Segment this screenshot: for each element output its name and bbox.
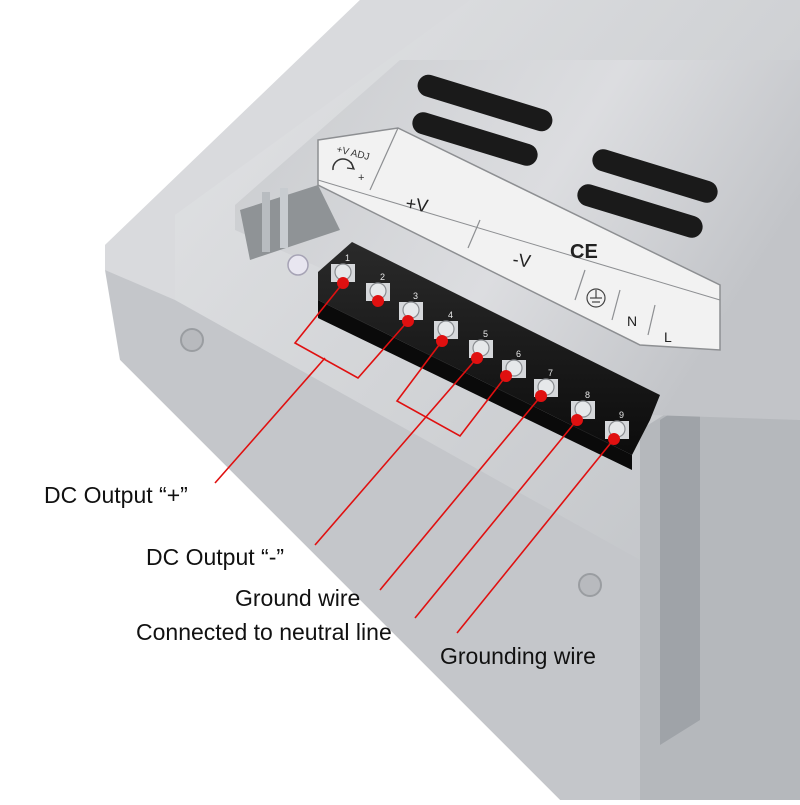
label-ground-wire: Ground wire — [235, 585, 361, 611]
internal-components — [240, 185, 340, 276]
callout-dot — [608, 433, 620, 445]
adj-arrow-icon — [346, 161, 356, 170]
label-dc-output-minus: DC Output “-” — [146, 544, 285, 570]
mounting-hole — [578, 573, 602, 597]
vent-slot — [412, 112, 538, 166]
terminal-number: 2 — [380, 272, 385, 282]
callout-dc-plus-bracket — [293, 282, 409, 380]
callout-dot — [402, 315, 414, 327]
callout-grounding — [456, 438, 615, 634]
callout-neutral — [414, 419, 578, 619]
terminal-screw — [437, 320, 455, 338]
terminal-number: 1 — [345, 253, 350, 263]
terminal-screw — [574, 400, 592, 418]
l-label: L — [664, 329, 672, 345]
label-neutral-line: Connected to neutral line — [136, 619, 392, 645]
callout-dot — [436, 335, 448, 347]
n-label: N — [627, 313, 637, 329]
callout-dots — [337, 277, 620, 445]
terminal-number: 4 — [448, 310, 453, 320]
terminal-number: 8 — [585, 390, 590, 400]
callout-dc-minus-bracket — [395, 340, 507, 438]
callout-dc-minus-leader — [314, 357, 478, 546]
terminal-number: 5 — [483, 329, 488, 339]
ground-icon — [586, 288, 606, 308]
callout-dot — [337, 277, 349, 289]
callout-dot — [535, 390, 547, 402]
callout-dot — [471, 352, 483, 364]
plus-v-label: +V — [404, 193, 429, 216]
vent-slot — [417, 74, 553, 132]
label-grounding-wire: Grounding wire — [440, 643, 596, 669]
terminal-number: 7 — [548, 368, 553, 378]
callout-dc-plus-leader — [214, 357, 326, 484]
terminal-number: 9 — [619, 410, 624, 420]
callout-dot — [372, 295, 384, 307]
terminal-number: 6 — [516, 349, 521, 359]
callout-dot — [571, 414, 583, 426]
adj-mark: + — [358, 172, 364, 184]
mounting-hole — [180, 328, 204, 352]
callout-ground — [379, 395, 542, 591]
vent-slot — [592, 149, 718, 203]
label-dc-output-plus: DC Output “+” — [44, 482, 188, 508]
callout-lines — [214, 282, 615, 634]
minus-v-label: -V — [511, 249, 532, 271]
vent-slot — [577, 184, 703, 238]
terminal-number: 3 — [413, 291, 418, 301]
adj-potentiometer — [287, 254, 309, 276]
callout-dot — [500, 370, 512, 382]
ce-mark: CE — [570, 241, 598, 263]
